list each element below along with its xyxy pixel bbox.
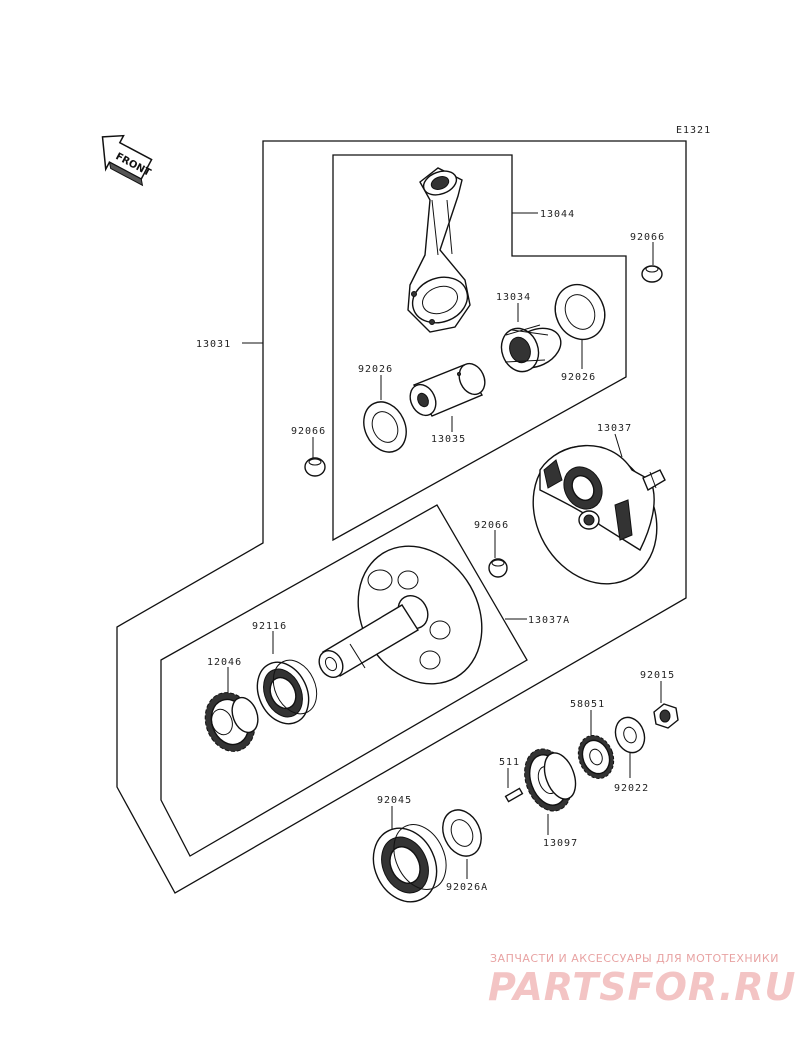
needle-bearing <box>500 324 562 373</box>
label-92066-c: 92066 <box>474 520 509 531</box>
connecting-rod <box>407 167 471 333</box>
label-92026-b: 92026 <box>358 364 393 375</box>
connecting-rod-kit-frame <box>332 154 627 542</box>
diagram-id: E1321 <box>676 125 711 136</box>
label-13031: 13031 <box>196 339 231 350</box>
label-92015: 92015 <box>640 670 675 681</box>
primary-gear <box>524 748 577 812</box>
leader-lines <box>227 212 662 879</box>
watermark-tagline: ЗАПЧАСТИ И АКСЕССУАРЫ ДЛЯ МОТОТЕХНИКИ <box>490 952 779 965</box>
timing-sprocket <box>204 692 259 752</box>
label-92045: 92045 <box>377 795 412 806</box>
front-arrow-icon: FRONT <box>101 134 153 187</box>
woodruff-key <box>504 787 524 803</box>
small-gear <box>577 735 615 779</box>
label-92066-b: 92066 <box>291 426 326 437</box>
part-labels: 13031 13044 92066 13034 92026 92026 1303… <box>196 209 675 893</box>
left-flywheel-frame <box>160 504 528 857</box>
washer <box>614 716 646 754</box>
bushing-top-right <box>641 265 663 283</box>
label-13037A: 13037A <box>528 615 570 626</box>
ball-bearing-left <box>256 659 318 725</box>
label-92026-a: 92026 <box>561 372 596 383</box>
label-13037: 13037 <box>597 423 632 434</box>
watermark-brand: PARTSFOR.RU <box>488 965 796 1009</box>
nut <box>653 703 679 729</box>
label-13044: 13044 <box>540 209 575 220</box>
label-13097: 13097 <box>543 838 578 849</box>
label-92022: 92022 <box>614 783 649 794</box>
label-511: 511 <box>499 757 520 768</box>
label-13035: 13035 <box>431 434 466 445</box>
ball-bearing-right <box>372 824 447 903</box>
label-92026A: 92026A <box>446 882 488 893</box>
label-58051: 58051 <box>570 699 605 710</box>
label-12046: 12046 <box>207 657 242 668</box>
right-flywheel <box>532 444 666 585</box>
label-13034: 13034 <box>496 292 531 303</box>
crankshaft-assembly-frame <box>116 140 687 894</box>
bushing-center <box>488 558 508 578</box>
left-flywheel <box>318 545 483 685</box>
label-92116: 92116 <box>252 621 287 632</box>
bushing-left <box>304 457 326 477</box>
label-92066-a: 92066 <box>630 232 665 243</box>
crankpin <box>409 362 486 417</box>
watermark: ЗАПЧАСТИ И АКСЕССУАРЫ ДЛЯ МОТОТЕХНИКИ PA… <box>488 952 796 1009</box>
thrust-washer-a <box>442 809 482 857</box>
thrust-washer-right <box>554 283 606 341</box>
thrust-washer-left <box>363 401 407 453</box>
